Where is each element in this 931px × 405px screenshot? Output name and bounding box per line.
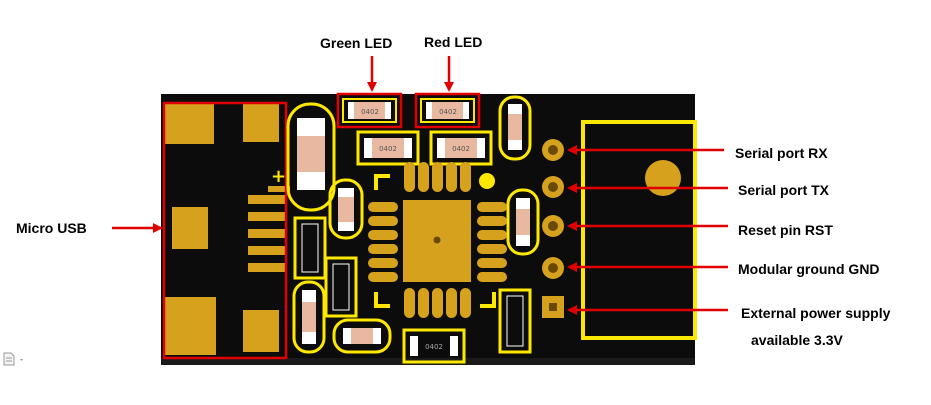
label-power-line2: available 3.3V [751,332,843,348]
svg-text:0402: 0402 [361,108,379,116]
label-gnd: Modular ground GND [738,261,880,277]
resistor-bottom-center: 0402 [402,328,466,364]
svg-text:+: + [271,166,286,187]
label-serial-rx: Serial port RX [735,145,828,161]
label-power-line1: External power supply [741,305,891,321]
resistor-bottom-right [498,288,532,354]
red-led: 0402 [414,92,481,129]
capacitor-bottom-left [292,280,326,354]
label-serial-tx: Serial port TX [738,182,830,198]
svg-text:0402: 0402 [379,145,397,153]
resistor-row-right: 0402 [429,130,493,166]
label-micro-usb: Micro USB [16,220,87,236]
micro-usb-outline [162,101,288,360]
resistor-right-middle [506,188,540,256]
capacitor-large [286,102,336,212]
svg-text:0402: 0402 [439,108,457,116]
capacitor-bottom [332,318,392,354]
document-icon[interactable] [3,352,29,366]
svg-text:0402: 0402 [452,145,470,153]
resistor-row-left: 0402 [356,130,420,166]
main-chip [368,162,507,318]
header-pins [542,139,564,318]
svg-text:0402: 0402 [425,343,443,351]
label-reset: Reset pin RST [738,222,833,238]
micro-usb-connector: + [164,104,290,355]
green-led: 0402 [336,92,403,129]
resistor-column-a [328,178,364,240]
label-green-led: Green LED [320,35,393,51]
label-red-led: Red LED [424,34,483,50]
resistor-column-b [293,216,327,280]
callout-arrows [112,56,728,315]
resistor-column-c [324,256,358,318]
resistor-top-right [498,95,532,161]
